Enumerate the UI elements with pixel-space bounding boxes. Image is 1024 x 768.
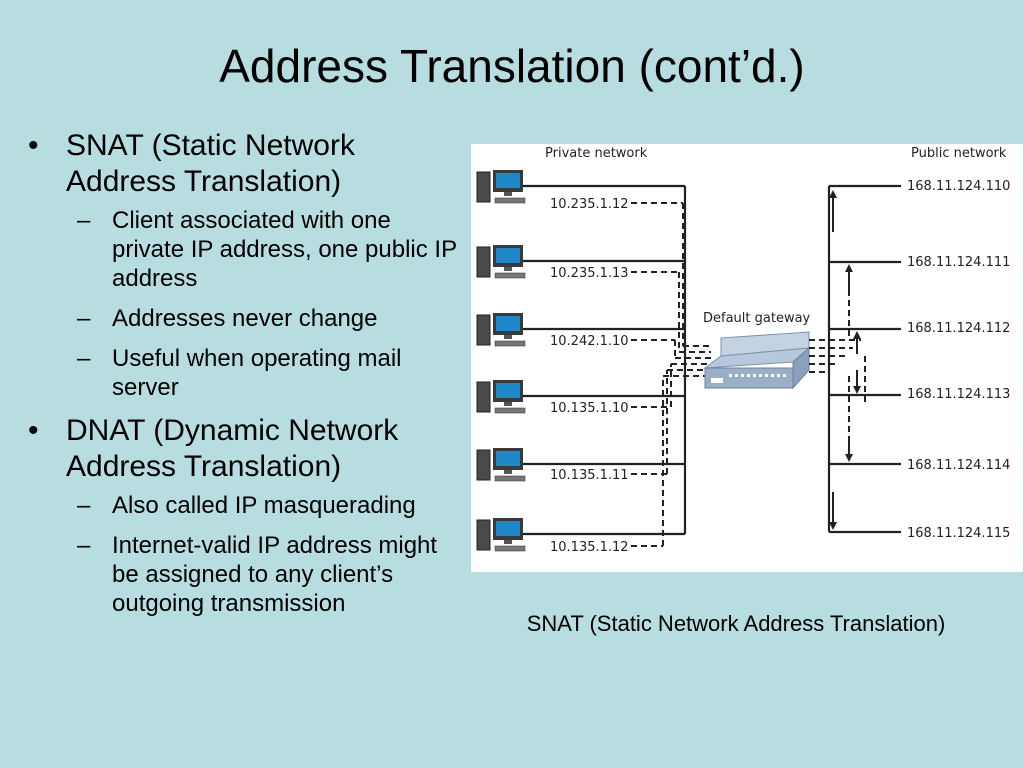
sub-bullet: – Addresses never change (66, 304, 468, 333)
public-ip-label: 168.11.124.114 (907, 458, 1010, 473)
computer-tower (476, 246, 491, 278)
sub-bullet: – Client associated with one private IP … (66, 206, 468, 293)
bullet-marker: • (28, 414, 39, 447)
bullet-marker: • (28, 129, 39, 162)
gateway-port (759, 374, 762, 377)
public-ip-label: 168.11.124.110 (907, 179, 1010, 194)
computer-keyboard (494, 475, 526, 482)
gateway-port (741, 374, 744, 377)
computer-tower (476, 381, 491, 413)
sub-bullet-text: Addresses never change (112, 305, 378, 332)
snat-diagram-svg: Private network Public network Default g… (476, 146, 1010, 555)
computer-keyboard (494, 545, 526, 552)
computer-stand (504, 267, 512, 271)
sub-bullet-text: Useful when operating mail server (112, 345, 402, 401)
diagram-shapes (476, 170, 901, 552)
sub-marker: – (77, 532, 91, 559)
computer-stand (504, 192, 512, 196)
computer-screen (496, 316, 520, 331)
computer-screen (496, 383, 520, 398)
computer-tower (476, 314, 491, 346)
computer-stand (504, 335, 512, 339)
computer-keyboard (494, 272, 526, 279)
gateway-port (735, 374, 738, 377)
private-ip-label: 10.135.1.12 (550, 540, 629, 555)
private-network-label: Private network (545, 146, 648, 161)
bullet-text: DNAT (Dynamic Network Address Translatio… (66, 414, 399, 483)
sub-marker: – (77, 305, 91, 332)
sub-bullet: – Also called IP masquerading (66, 491, 468, 520)
computer-screen (496, 248, 520, 263)
gateway-port (777, 374, 780, 377)
private-ip-labels: 10.235.1.12 10.235.1.13 10.242.1.10 10.1… (550, 197, 629, 555)
gateway-port-light (711, 378, 723, 383)
gateway-port (753, 374, 756, 377)
sub-list: – Also called IP masquerading – Internet… (66, 491, 468, 618)
public-ip-label: 168.11.124.113 (907, 387, 1010, 402)
public-ip-label: 168.11.124.112 (907, 321, 1010, 336)
gateway-port (765, 374, 768, 377)
computer-tower (476, 449, 491, 481)
computer-stand (504, 402, 512, 406)
gateway-label: Default gateway (703, 311, 811, 326)
bullet-dnat: • DNAT (Dynamic Network Address Translat… (28, 413, 468, 618)
public-ip-label: 168.11.124.111 (907, 255, 1010, 270)
public-ip-labels: 168.11.124.110 168.11.124.111 168.11.124… (907, 179, 1010, 541)
private-ip-label: 10.235.1.13 (550, 266, 629, 281)
computer-screen (496, 451, 520, 466)
computer-tower (476, 519, 491, 551)
sub-bullet-text: Also called IP masquerading (112, 492, 416, 519)
sub-marker: – (77, 207, 91, 234)
slide-title: Address Translation (cont’d.) (219, 40, 805, 92)
gateway-port (783, 374, 786, 377)
private-ip-label: 10.235.1.12 (550, 197, 629, 212)
computer-screen (496, 173, 520, 188)
public-network-label: Public network (911, 146, 1007, 161)
computer-keyboard (494, 407, 526, 414)
sub-marker: – (77, 492, 91, 519)
gateway-side (792, 346, 810, 390)
computer-screen (496, 521, 520, 536)
gateway-port (747, 374, 750, 377)
computer-stand (504, 470, 512, 474)
sub-bullet: – Internet-valid IP address might be ass… (66, 531, 468, 618)
computer-keyboard (494, 340, 526, 347)
private-ip-label: 10.135.1.11 (550, 468, 629, 483)
figure-caption: SNAT (Static Network Address Translation… (526, 611, 946, 636)
gateway-port (771, 374, 774, 377)
sub-bullet-text: Internet-valid IP address might be assig… (112, 532, 438, 617)
sub-marker: – (77, 345, 91, 372)
bullet-list: • SNAT (Static Network Address Translati… (28, 128, 468, 629)
private-ip-label: 10.242.1.10 (550, 334, 629, 349)
bullet-text: SNAT (Static Network Address Translation… (66, 129, 355, 198)
gateway-port (729, 374, 732, 377)
sub-bullet: – Useful when operating mail server (66, 344, 468, 402)
snat-diagram: Private network Public network Default g… (471, 144, 1023, 572)
bullet-snat: • SNAT (Static Network Address Translati… (28, 128, 468, 402)
computer-tower (476, 171, 491, 203)
computer-stand (504, 540, 512, 544)
public-ip-label: 168.11.124.115 (907, 526, 1010, 541)
private-ip-label: 10.135.1.10 (550, 401, 629, 416)
sub-bullet-text: Client associated with one private IP ad… (112, 207, 457, 292)
sub-list: – Client associated with one private IP … (66, 206, 468, 402)
computer-keyboard (494, 197, 526, 204)
